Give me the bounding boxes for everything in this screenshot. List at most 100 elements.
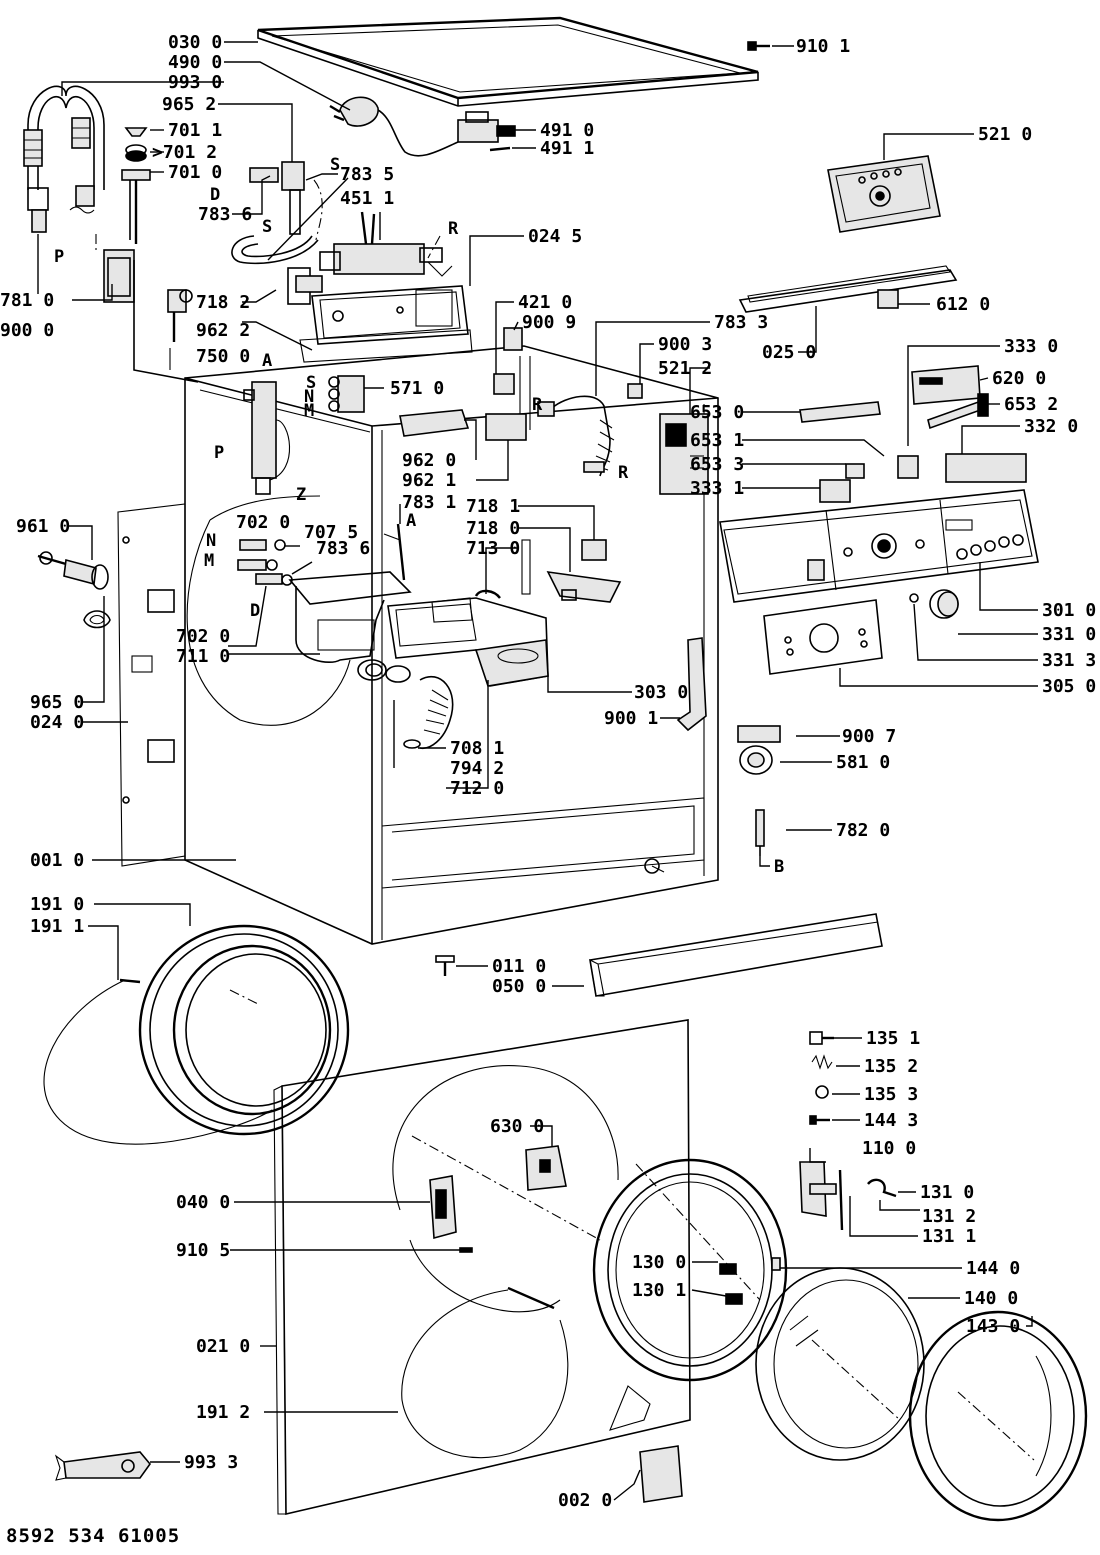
- valve-small-parts: [167, 267, 323, 370]
- outer-door: [908, 1310, 1088, 1522]
- letter-s-2: S: [262, 217, 272, 237]
- label-110-0: 110 0: [862, 1138, 916, 1159]
- control-electronics: [799, 365, 1027, 503]
- valve-assembly: [319, 211, 453, 277]
- label-050-0: 050 0: [492, 976, 546, 997]
- label-191-2: 191 2: [196, 1402, 250, 1423]
- pressure-switch: [737, 725, 781, 775]
- back-panel: [117, 503, 186, 867]
- letter-r-3: R: [618, 463, 629, 483]
- label-783-1: 783 1: [402, 492, 456, 513]
- letter-r-2: R: [532, 395, 543, 415]
- drain-bellows: [385, 665, 454, 749]
- door-handle: [799, 1161, 897, 1231]
- label-718-1: 718 1: [466, 496, 520, 517]
- label-025-0: 025 0: [762, 342, 816, 363]
- letter-n-2: N: [206, 531, 216, 551]
- label-962-2: 962 2: [196, 320, 250, 341]
- door-ring: [592, 1158, 788, 1382]
- label-030-0: 030 0: [168, 32, 222, 53]
- label-491-1: 491 1: [540, 138, 594, 159]
- label-900-0: 900 0: [0, 320, 54, 341]
- power-cord: [329, 96, 516, 157]
- label-332-0: 332 0: [1024, 416, 1078, 437]
- part-artwork: [23, 16, 1088, 1522]
- label-900-3: 900 3: [658, 334, 712, 355]
- letter-b-1: B: [774, 857, 784, 877]
- conduit-parts: [474, 539, 622, 603]
- label-702-0-bottom: 702 0: [176, 626, 230, 647]
- label-191-0: 191 0: [30, 894, 84, 915]
- label-333-1: 333 1: [690, 478, 744, 499]
- door-switch: [676, 637, 707, 732]
- level-sensor: [243, 381, 291, 495]
- letter-r-1: R: [448, 219, 459, 239]
- label-711-0: 711 0: [176, 646, 230, 667]
- letter-a-2: A: [406, 511, 416, 531]
- label-451-1: 451 1: [340, 188, 394, 209]
- letter-m-1: M: [304, 401, 314, 421]
- front-panel: [273, 1019, 691, 1516]
- label-900-7: 900 7: [842, 726, 896, 747]
- label-794-2: 794 2: [450, 758, 504, 779]
- small-hoses: [237, 539, 293, 586]
- letter-s-1: S: [330, 155, 340, 175]
- label-130-1: 130 1: [632, 1280, 686, 1301]
- label-620-0: 620 0: [992, 368, 1046, 389]
- label-131-0: 131 0: [920, 1182, 974, 1203]
- service-tool: [54, 1451, 152, 1481]
- label-910-1: 910 1: [796, 36, 850, 57]
- label-581-0: 581 0: [836, 752, 890, 773]
- label-900-1: 900 1: [604, 708, 658, 729]
- label-718-2: 718 2: [196, 292, 250, 313]
- door-seal: [43, 924, 350, 1145]
- label-713-0: 713 0: [466, 538, 520, 559]
- label-653-3: 653 3: [690, 454, 744, 475]
- label-910-5: 910 5: [176, 1240, 230, 1261]
- label-783-3: 783 3: [714, 312, 768, 333]
- label-962-0: 962 0: [402, 450, 456, 471]
- door-small-parts: [809, 1031, 834, 1125]
- label-653-2: 653 2: [1004, 394, 1058, 415]
- foot-and-plinth: [435, 913, 883, 997]
- label-144-3: 144 3: [864, 1110, 918, 1131]
- valve-inlet-parts: [231, 161, 323, 265]
- letter-s-3: S: [306, 373, 316, 393]
- letter-n-1: N: [304, 387, 314, 407]
- label-331-3: 331 3: [1042, 650, 1096, 671]
- label-135-2: 135 2: [864, 1056, 918, 1077]
- label-333-0: 333 0: [1004, 336, 1058, 357]
- letter-a-1: A: [262, 351, 272, 371]
- letter-p-1: P: [54, 247, 64, 267]
- label-783-6-top: 783 6: [198, 204, 252, 225]
- label-135-1: 135 1: [866, 1028, 920, 1049]
- label-490-0: 490 0: [168, 52, 222, 73]
- label-612-0: 612 0: [936, 294, 990, 315]
- control-panel: [719, 489, 1039, 603]
- hinge-and-lock: [429, 1145, 567, 1253]
- label-521-0: 521 0: [978, 124, 1032, 145]
- label-782-0: 782 0: [836, 820, 890, 841]
- door-glass: [755, 1267, 925, 1461]
- label-653-1: 653 1: [690, 430, 744, 451]
- document-code: 8592 534 61005: [6, 1525, 180, 1547]
- label-331-0: 331 0: [1042, 624, 1096, 645]
- programmer-board: [827, 155, 941, 233]
- letter-z-1: Z: [296, 485, 306, 505]
- label-701-0: 701 0: [168, 162, 222, 183]
- label-491-0: 491 0: [540, 120, 594, 141]
- label-961-0: 961 0: [16, 516, 70, 537]
- letter-d-2: D: [250, 601, 260, 621]
- panel-fascia: [763, 599, 883, 675]
- label-993-3: 993 3: [184, 1452, 238, 1473]
- reference-labels: 030 0 490 0 993 0 965 2 701 1 >701 2 701…: [0, 32, 1096, 1511]
- label-135-3: 135 3: [864, 1084, 918, 1105]
- label-653-0: 653 0: [690, 402, 744, 423]
- letter-p-2: P: [214, 443, 224, 463]
- label-140-0: 140 0: [964, 1288, 1018, 1309]
- label-305-0: 305 0: [1042, 676, 1096, 697]
- label-965-0: 965 0: [30, 692, 84, 713]
- label-712-0: 712 0: [450, 778, 504, 799]
- connection-letters: S S D R P A S N M P Z R R A N M D B: [54, 155, 784, 877]
- screw-910-1: [747, 41, 770, 51]
